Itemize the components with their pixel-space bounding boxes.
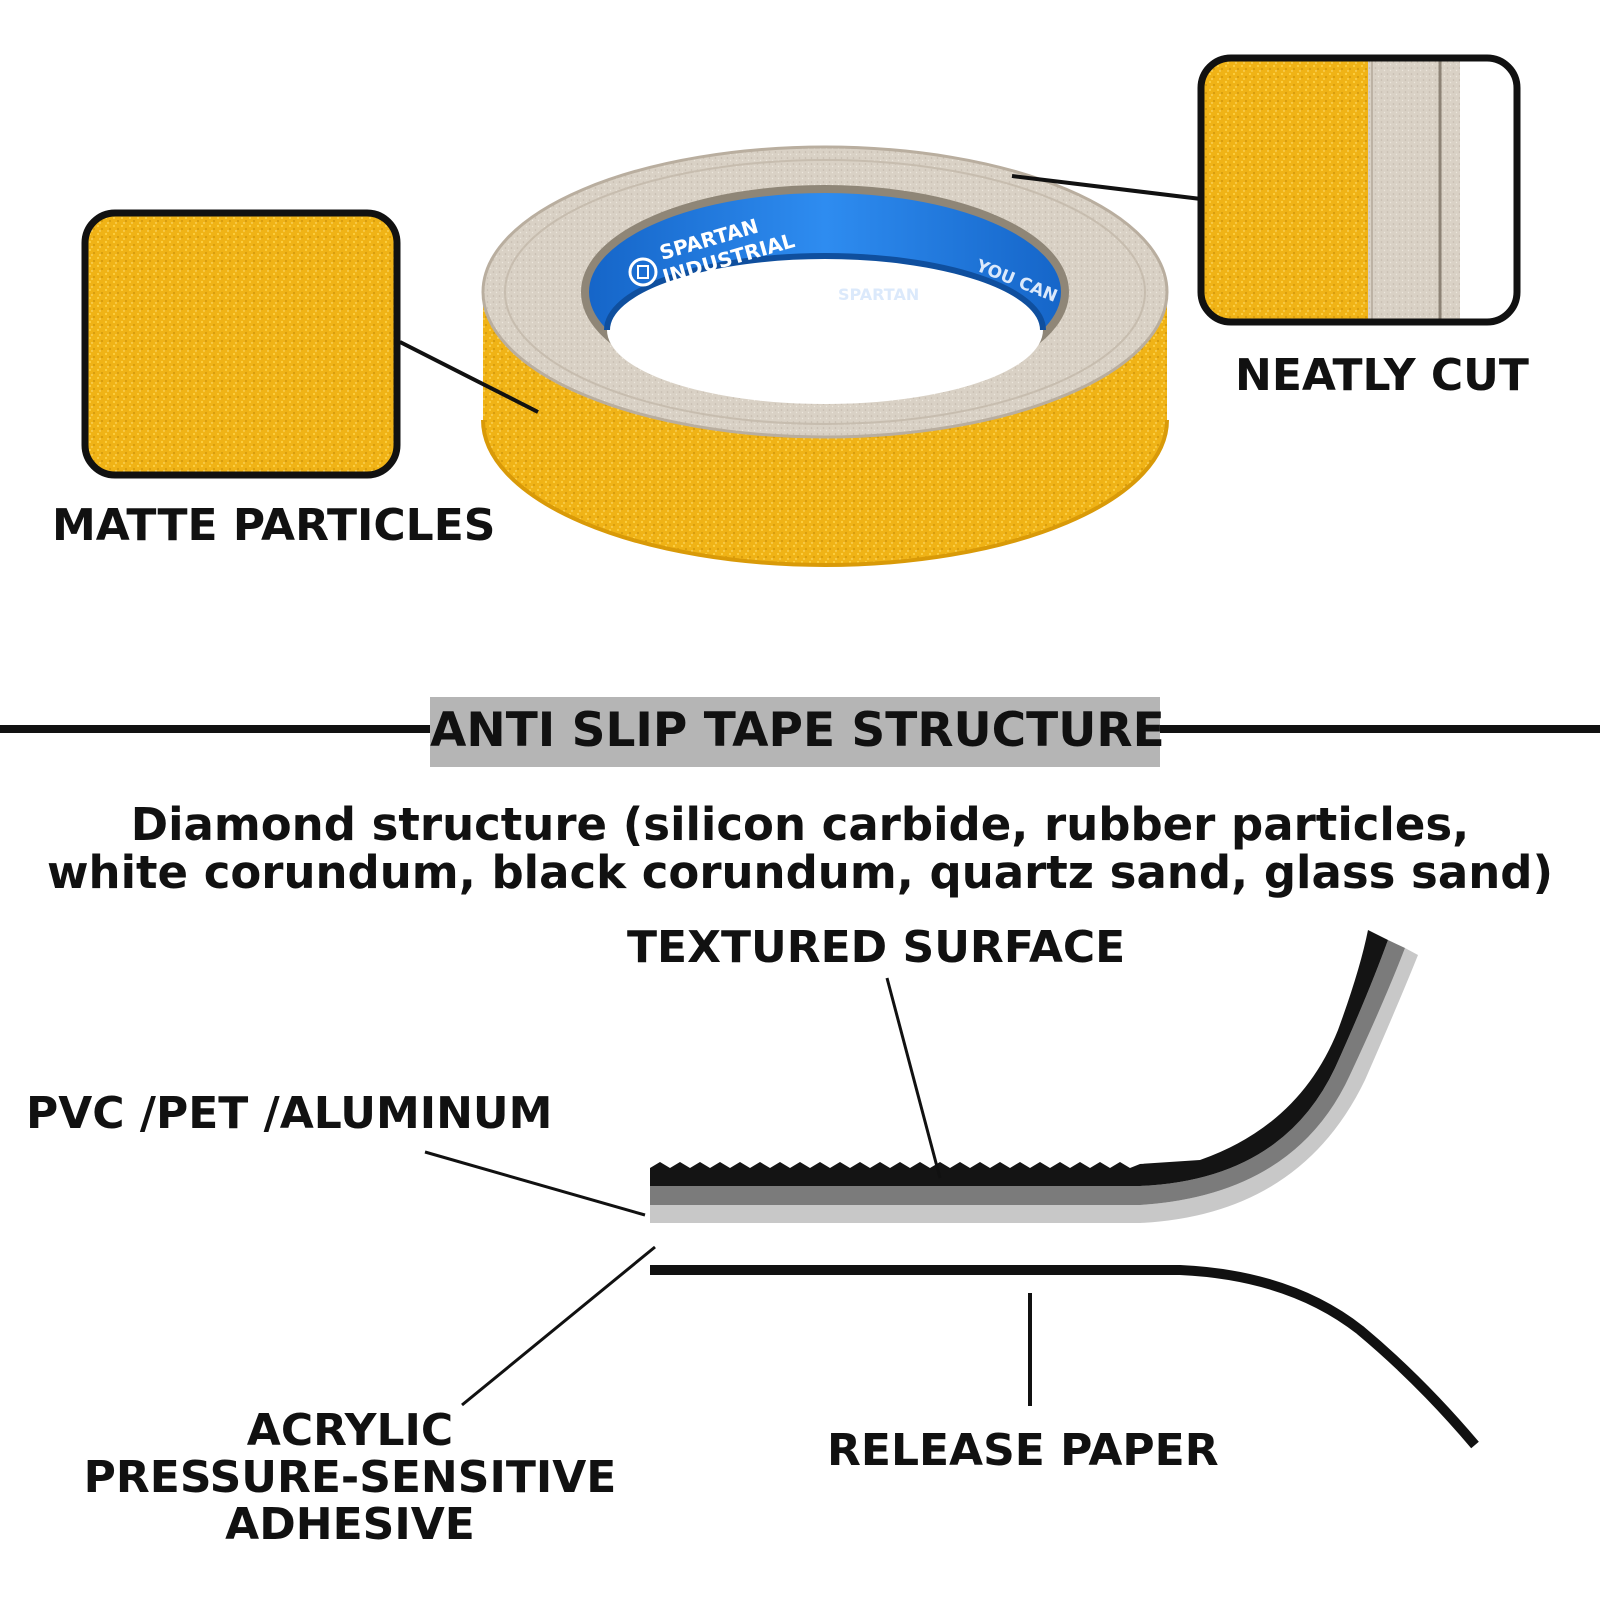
section-title: ANTI SLIP TAPE STRUCTURE	[430, 703, 1165, 758]
section-title-bar	[430, 697, 1160, 767]
neat-leader-line	[1011, 174, 1202, 201]
brand-logo-icon	[628, 257, 658, 287]
core-brand-repeat: SPARTAN	[838, 285, 919, 304]
release-paper-label: RELEASE PAPER	[827, 1425, 1219, 1476]
adhesive-label-line1: ACRYLIC	[246, 1405, 454, 1456]
description-line2: white corundum, black corundum, quartz s…	[46, 846, 1554, 899]
adhesive-leader-line	[461, 1245, 656, 1407]
section-divider	[0, 697, 1600, 767]
neatly-cut-callout	[1011, 54, 1521, 326]
matte-particles-callout	[81, 209, 539, 479]
matte-leader-line	[399, 340, 539, 414]
textured-leader-line	[885, 977, 942, 1179]
tape-core-hole	[607, 256, 1043, 404]
adhesive-label-line3: ADHESIVE	[225, 1499, 475, 1550]
release-paper-layer	[650, 1265, 1479, 1449]
description-line1: Diamond structure (silicon carbide, rubb…	[130, 798, 1470, 851]
base-material-label: PVC /PET /ALUMINUM	[26, 1088, 553, 1139]
neatly-cut-inset	[1197, 54, 1521, 326]
adhesive-label-line2: PRESSURE-SENSITIVE	[83, 1452, 617, 1503]
tape-roll-image: SPARTAN INDUSTRIAL YOU CAN SPARTAN	[481, 145, 1169, 567]
matte-particles-inset	[81, 209, 401, 479]
textured-surface-label: TEXTURED SURFACE	[627, 922, 1126, 973]
neatly-cut-label: NEATLY CUT	[1235, 350, 1529, 401]
base-leader-line	[424, 1150, 646, 1217]
layer-structure-diagram	[424, 930, 1479, 1449]
matte-particles-label: MATTE PARTICLES	[52, 500, 496, 551]
